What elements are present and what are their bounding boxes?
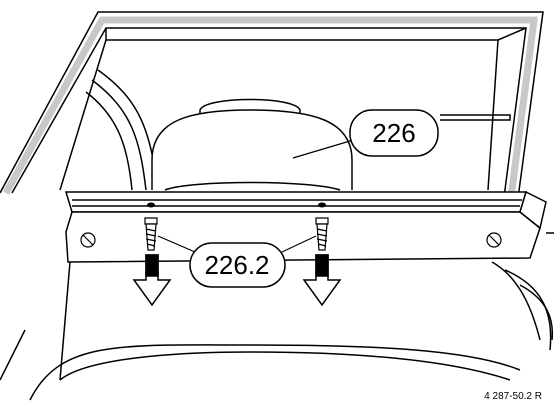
rod [440, 114, 511, 121]
callout-226-2: 226.2 [157, 235, 317, 288]
pump-housing [151, 98, 353, 191]
base-housing [29, 261, 554, 401]
arrow-down-icon [132, 254, 342, 307]
callout-226-label: 226 [372, 118, 415, 148]
screw-icon [144, 217, 329, 251]
hose [85, 69, 159, 191]
reference-code: 4 287-50.2 R [484, 391, 542, 402]
mounting-rail [64, 190, 547, 263]
screw-holes [147, 202, 326, 208]
housing-frame [0, 11, 544, 229]
bolt-head-icon [80, 232, 502, 248]
callout-226-2-label: 226.2 [204, 250, 269, 280]
callout-226: 226 [292, 109, 439, 159]
